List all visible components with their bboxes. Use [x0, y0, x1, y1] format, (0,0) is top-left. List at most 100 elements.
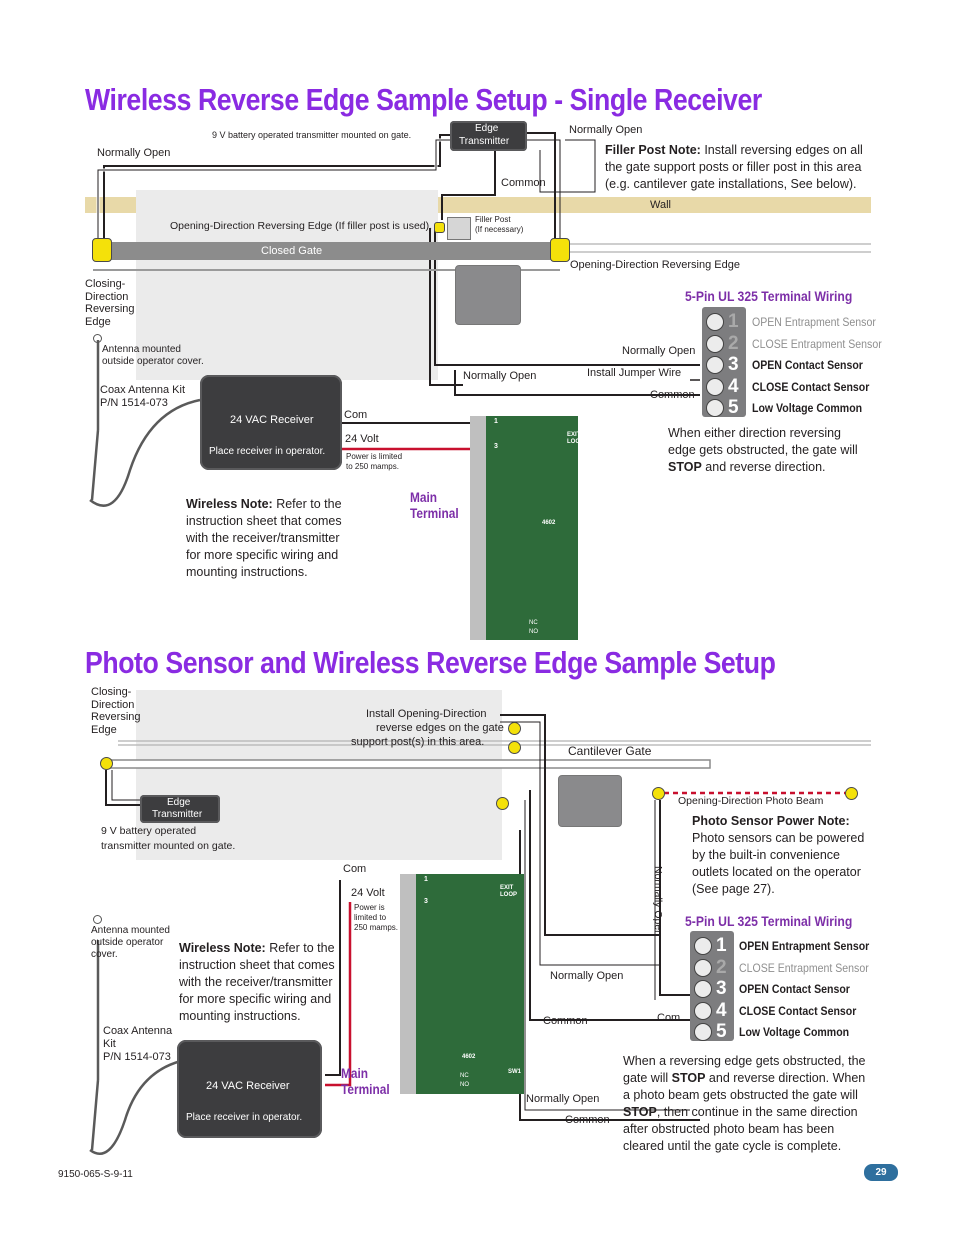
board-no: NO	[529, 629, 538, 635]
closed-gate-label: Closed Gate	[261, 245, 323, 257]
edge-transmitter-2	[140, 795, 220, 823]
antenna2-label-1: Antenna mounted	[91, 925, 170, 936]
closing-edge-sensor	[92, 238, 112, 262]
coax2-label-1: Coax Antenna	[103, 1025, 173, 1037]
jumper-label: Install Jumper Wire	[587, 367, 682, 379]
com2-label: Com	[343, 863, 367, 875]
receiver-24vac	[200, 375, 342, 470]
photo-beam-label: Opening-Direction Photo Beam	[678, 795, 824, 807]
transmitter-caption: 9 V battery operated transmitter mounted…	[212, 130, 412, 140]
normally-open-a: Normally Open	[550, 970, 624, 982]
board2-pin-1: 1	[424, 876, 428, 883]
receiver2-24vac	[177, 1040, 322, 1138]
antenna2-label-2: outside operator	[91, 937, 164, 948]
opening-edge-filler-label: Opening-Direction Reversing Edge (If fil…	[170, 220, 433, 232]
main-terminal-strip	[470, 416, 486, 640]
common-b: Common	[565, 1114, 610, 1126]
terminal1-pin-2: 2	[728, 332, 739, 354]
obstruct-note-2a: When a reversing edge gets obstructed, t…	[623, 1054, 866, 1085]
terminal2-label-3: OPEN Contact Sensor	[739, 982, 850, 996]
board2-model: 4602	[462, 1054, 476, 1060]
coax-label-1: Coax Antenna Kit	[100, 384, 186, 396]
obstruct-note-2: When a reversing edge gets obstructed, t…	[623, 1053, 873, 1155]
common-right: Common	[650, 389, 695, 401]
obstruct-note-1: When either direction reversing edge get…	[668, 425, 868, 476]
edge-transmitter2-label-1: Edge	[167, 797, 191, 808]
operator-zone-2	[136, 690, 502, 860]
normally-open-right: Normally Open	[622, 345, 696, 357]
power2-limit-1: Power is	[354, 903, 385, 912]
section2-title: Photo Sensor and Wireless Reverse Edge S…	[85, 645, 776, 680]
install-note-1: Install Opening-Direction	[366, 708, 487, 720]
photo-note-body: Photo sensors can be powered by the buil…	[692, 831, 865, 896]
terminal1-label-1: OPEN Entrapment Sensor	[752, 315, 876, 329]
filler-post-label-2: (If necessary)	[475, 225, 524, 234]
terminal2-screw-2	[694, 958, 712, 977]
install-note-3: support post(s) in this area.	[351, 736, 485, 748]
receiver-sub: Place receiver in operator.	[209, 446, 326, 457]
receiver-title: 24 VAC Receiver	[230, 414, 314, 426]
main-terminal-2: Terminal	[410, 506, 459, 521]
terminal1-pin-4: 4	[728, 375, 739, 397]
edge-transmitter	[450, 121, 527, 151]
section1-title: Wireless Reverse Edge Sample Setup - Sin…	[85, 82, 762, 117]
transmitter2-caption-1: 9 V battery operated	[101, 825, 197, 837]
photo-sensor-right	[845, 787, 858, 800]
filler-post-icon	[447, 217, 471, 240]
board-nc: NC	[529, 620, 538, 626]
photo-sensor-left	[652, 787, 665, 800]
page-number: 29	[864, 1164, 898, 1181]
board2-exit-2: LOOP	[500, 892, 518, 898]
post-sensor-1	[508, 722, 521, 735]
antenna-label-1: Antenna mounted	[102, 344, 181, 355]
terminal2-pin-5: 5	[716, 1021, 727, 1042]
terminal-heading-2: 5-Pin UL 325 Terminal Wiring	[685, 913, 853, 929]
normally-open-top-right: Normally Open	[569, 124, 643, 136]
main-terminal-strip-2	[400, 874, 416, 1094]
closing-edge2-label-2: Direction	[91, 699, 135, 711]
obstruct-note-1b: and reverse direction.	[701, 460, 826, 474]
filler-post-label-1: Filler Post	[475, 215, 511, 224]
normally-open-vertical: Normally Open	[652, 866, 664, 937]
obstruct-note-2-stop1: STOP	[671, 1071, 706, 1085]
volt2-label: 24 Volt	[351, 887, 385, 899]
antenna-tip-icon	[93, 334, 102, 343]
gate-operator-2	[558, 775, 622, 827]
terminal2-label-5: Low Voltage Common	[739, 1025, 850, 1039]
wireless-note-body: Refer to the instruction sheet that come…	[186, 497, 342, 579]
filler-post-note: Filler Post Note: Install reversing edge…	[605, 142, 871, 193]
antenna2-tip-icon	[93, 915, 102, 924]
obstruct-note-2-stop2: STOP	[623, 1105, 657, 1119]
opening-edge-label: Opening-Direction Reversing Edge	[570, 259, 740, 271]
wall-label: Wall	[650, 199, 671, 211]
closing-edge-label-3: Reversing	[85, 303, 135, 315]
main-terminal2-1: Main	[341, 1066, 369, 1081]
common-a: Common	[543, 1015, 588, 1027]
coax-label-2: P/N 1514-073	[100, 397, 168, 409]
power-limit-2: to 250 mamps.	[346, 462, 399, 471]
antenna-label-2: outside operator cover.	[102, 356, 204, 367]
doc-code: 9150-065-S-9-11	[58, 1169, 133, 1180]
coax2-label-2: Kit	[103, 1038, 116, 1050]
terminal2-label-4: CLOSE Contact Sensor	[739, 1003, 857, 1018]
filler-post-note-body: Install reversing edges on all the gate …	[605, 143, 863, 191]
control-board-2	[416, 874, 524, 1094]
terminal2-screw-3	[694, 980, 712, 998]
terminal1-screw-1	[706, 313, 724, 331]
board2-no: NO	[460, 1082, 469, 1088]
board2-sw: SW1	[508, 1069, 522, 1075]
post-sensor-2	[508, 741, 521, 754]
main-terminal-1: Main	[410, 490, 438, 505]
closing-edge-label-2: Direction	[85, 291, 129, 303]
terminal1-label-5: Low Voltage Common	[752, 401, 863, 415]
terminal-heading-1: 5-Pin UL 325 Terminal Wiring	[685, 288, 853, 304]
terminal2-screw-1	[694, 937, 712, 955]
terminal2-pin-3: 3	[716, 978, 727, 999]
wireless-note2-body: Refer to the instruction sheet that come…	[179, 941, 335, 1023]
board2-exit-1: EXIT	[500, 885, 514, 891]
board2-nc: NC	[460, 1073, 469, 1079]
obstruct-note-1-stop: STOP	[668, 460, 702, 474]
board-model: 4602	[542, 520, 556, 526]
terminal2-screw-5	[694, 1023, 712, 1041]
terminal1-label-4: CLOSE Contact Sensor	[752, 379, 870, 394]
